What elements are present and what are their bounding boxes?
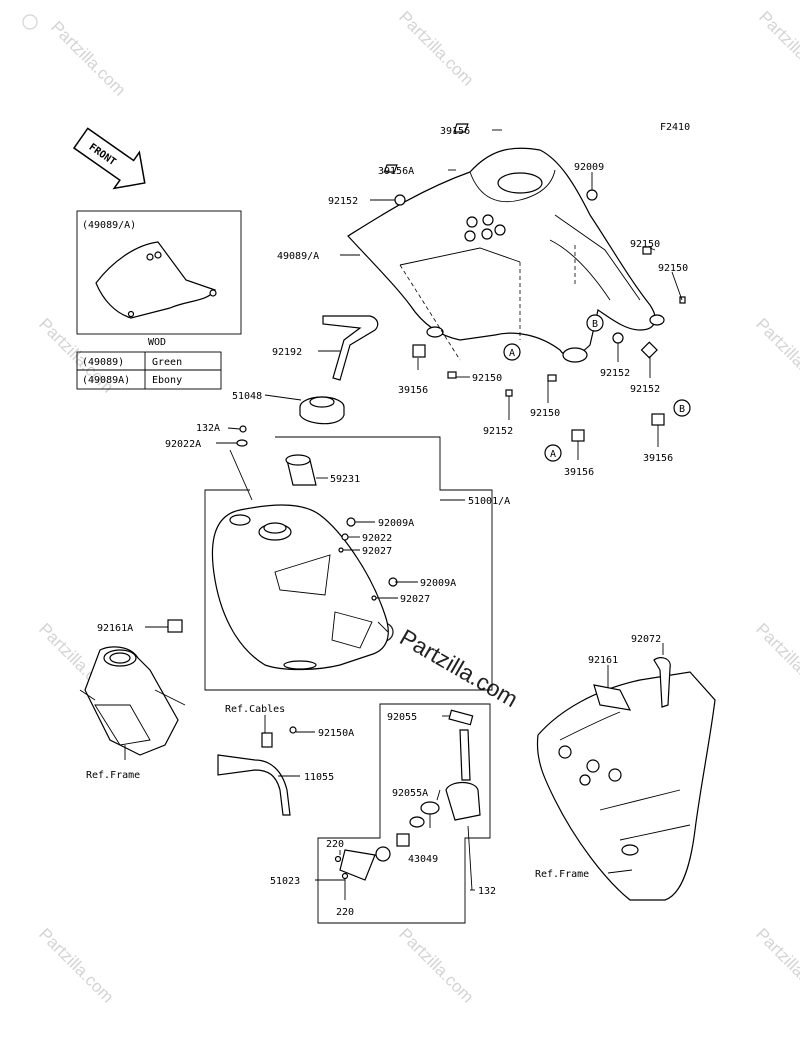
part-label: 92150 (630, 239, 660, 250)
part-label: Ref.Cables (225, 704, 285, 715)
part-label: 92161 (588, 655, 618, 666)
part-label: 39156 (398, 385, 428, 396)
part-label: 92150 (472, 373, 502, 384)
part-label: 92072 (631, 634, 661, 645)
part-label: 49089/A (277, 251, 319, 262)
part-label: 92027 (400, 594, 430, 605)
figure-code: F2410 (660, 122, 690, 133)
part-label: 220 (326, 839, 344, 850)
right-frame (536, 657, 716, 901)
tank-bracket-lines (204, 436, 493, 691)
inset-table-part: (49089) (82, 357, 124, 368)
fuel-cock-assembly (317, 703, 491, 924)
ref-a-marker: A (550, 449, 556, 460)
part-label: 92152 (483, 426, 513, 437)
inset-table-color: Ebony (152, 375, 182, 386)
part-label: 92009A (420, 578, 456, 589)
leader-lines (124, 129, 683, 900)
part-label: 92022 (362, 533, 392, 544)
part-label: 43049 (408, 854, 438, 865)
part-label: 220 (336, 907, 354, 918)
center-watermark: Partzilla.com (374, 622, 523, 712)
shroud-assembly (347, 147, 665, 363)
part-label: 92009 (574, 162, 604, 173)
watermark-text: Partzilla.com (752, 619, 800, 701)
part-label: 51048 (232, 391, 262, 402)
inset-shroud: (49089/A) WOD (49089) Green (49089A) Ebo… (76, 210, 242, 390)
watermark-text: Partzilla.com (395, 7, 477, 89)
part-label: 39156 (564, 467, 594, 478)
part-label: 39156 (440, 126, 470, 137)
part-label: 92027 (362, 546, 392, 557)
part-label: 92152 (630, 384, 660, 395)
fuel-cap-group (236, 315, 379, 486)
part-label: 92055A (392, 788, 428, 799)
part-label: 92161A (97, 623, 133, 634)
fuel-tank (211, 504, 398, 671)
watermark-text: Partzilla.com (752, 924, 800, 1006)
watermark-text: Partzilla.com (396, 624, 523, 712)
part-label: 92150 (530, 408, 560, 419)
ref-b-marker: B (679, 404, 685, 415)
part-label: 92152 (328, 196, 358, 207)
part-label: 92192 (272, 347, 302, 358)
part-label: 92150A (318, 728, 354, 739)
cable-holder (217, 726, 297, 816)
ref-a-marker: A (509, 348, 515, 359)
watermark-text: Partzilla.com (752, 314, 800, 396)
part-label: 51023 (270, 876, 300, 887)
front-arrow-icon: FRONT (72, 127, 146, 190)
part-label: 51001/A (468, 496, 510, 507)
left-frame (79, 619, 186, 756)
part-label: 92009A (378, 518, 414, 529)
part-label: Ref.Frame (535, 869, 589, 880)
part-label: 39156 (643, 453, 673, 464)
part-label: 92022A (165, 439, 201, 450)
part-label: 92055 (387, 712, 417, 723)
watermark-text: Partzilla.com (755, 7, 800, 89)
part-label: 11055 (304, 772, 334, 783)
watermark-text: Partzilla.com (395, 924, 477, 1006)
inset-header: (49089/A) (82, 220, 136, 231)
part-labels: 39156 39156A 92152 92009 49089/A 92150 9… (86, 126, 688, 918)
inset-table-color: Green (152, 357, 182, 368)
part-label: 59231 (330, 474, 360, 485)
part-label: 92152 (600, 368, 630, 379)
part-label: 132 (478, 886, 496, 897)
ref-b-marker: B (592, 319, 598, 330)
watermark-text: Partzilla.com (47, 17, 129, 99)
reference-markers: A B B A (503, 314, 691, 462)
part-label: 132A (196, 423, 220, 434)
part-label: 39156A (378, 166, 414, 177)
watermark-text: Partzilla.com (35, 924, 117, 1006)
inset-note: WOD (148, 337, 166, 348)
part-label: Ref.Frame (86, 770, 140, 781)
inset-table-part: (49089A) (82, 375, 130, 386)
part-label: 92150 (658, 263, 688, 274)
shroud-hardware (383, 123, 686, 442)
